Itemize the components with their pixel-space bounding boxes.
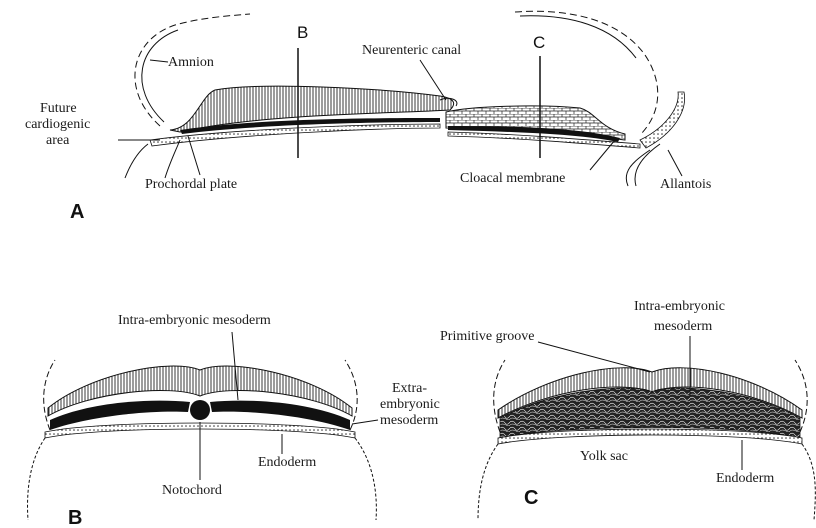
label-future-1: Future bbox=[40, 101, 77, 116]
label-amnion: Amnion bbox=[168, 55, 214, 70]
panel-label-b: B bbox=[68, 507, 82, 528]
panel-c-diagram: Primitive groove Intra-embryonic mesoder… bbox=[440, 299, 815, 520]
panel-label-c: C bbox=[524, 487, 538, 509]
label-endoderm-c: Endoderm bbox=[716, 471, 774, 486]
label-future-3: area bbox=[46, 133, 70, 148]
label-extra-1: Extra- bbox=[392, 381, 427, 396]
notochord bbox=[190, 400, 210, 420]
label-future-2: cardiogenic bbox=[25, 117, 90, 132]
label-yolk-sac: Yolk sac bbox=[580, 449, 628, 464]
label-intra-embryonic-c-1: Intra-embryonic bbox=[634, 299, 725, 314]
panel-a-diagram: B C Amnion Future cardiogenic area Proch… bbox=[25, 11, 711, 223]
panel-b-diagram: Intra-embryonic mesoderm Extra- embryoni… bbox=[28, 313, 440, 528]
label-notochord: Notochord bbox=[162, 483, 222, 498]
label-prochordal-plate: Prochordal plate bbox=[145, 177, 237, 192]
panel-label-a: A bbox=[70, 201, 84, 223]
section-label-c: C bbox=[533, 33, 545, 52]
label-intra-embryonic-b: Intra-embryonic mesoderm bbox=[118, 313, 271, 328]
label-endoderm-b: Endoderm bbox=[258, 455, 316, 470]
label-intra-embryonic-c-2: mesoderm bbox=[654, 319, 712, 334]
allantois bbox=[640, 92, 685, 148]
label-extra-2: embryonic bbox=[380, 397, 440, 412]
label-extra-3: mesoderm bbox=[380, 413, 438, 428]
section-label-b: B bbox=[297, 23, 308, 42]
label-neurenteric-canal: Neurenteric canal bbox=[362, 43, 461, 58]
label-primitive-groove: Primitive groove bbox=[440, 329, 535, 344]
label-cloacal-membrane: Cloacal membrane bbox=[460, 171, 565, 186]
label-allantois: Allantois bbox=[660, 177, 711, 192]
